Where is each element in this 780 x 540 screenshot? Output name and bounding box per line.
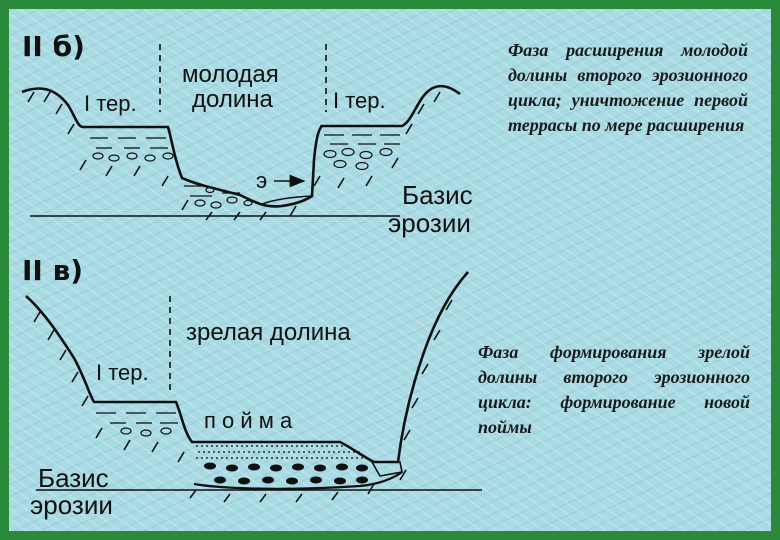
panel-v: II в) [22,254,482,520]
valley-profile-b [21,84,461,208]
bedrock-hatching-v [33,299,453,503]
floodplain-base [193,471,403,490]
right-terrace-sediment [320,125,402,171]
description-b: Фаза расширения молодой долины второго э… [508,40,748,135]
erosion-base-label-b-2: эрозии [388,208,471,238]
erosion-base-label-b-1: Базис [402,180,473,210]
terrace-sediment-v [94,401,178,437]
terrace-left-label-b: I тер. [84,91,137,116]
description-v: Фаза формирования зрелой долины второго … [478,342,750,437]
valley-profile-v [25,271,469,464]
valley-bottom-sediment [184,185,253,209]
floodplain-sediment [196,445,368,485]
young-valley-label-1: молодая [182,61,279,88]
mature-valley-label: зрелая долина [186,319,351,346]
terrace-right-label-b: I тер. [333,88,386,113]
left-terrace-sediment [84,126,174,162]
terrace-label-v: I тер. [96,360,149,385]
floodplain-label: п о й м а [204,408,293,433]
erosion-base-label-v-2: эрозии [30,490,113,520]
panel-v-label: II в) [22,254,83,287]
panel-b-label: II б) [22,30,85,63]
young-valley-label-2: долина [192,86,273,113]
erosion-base-label-v-1: Базис [38,463,109,493]
river-b [261,195,313,205]
marker-label: э [256,168,267,193]
panel-b: II б) [21,30,473,238]
